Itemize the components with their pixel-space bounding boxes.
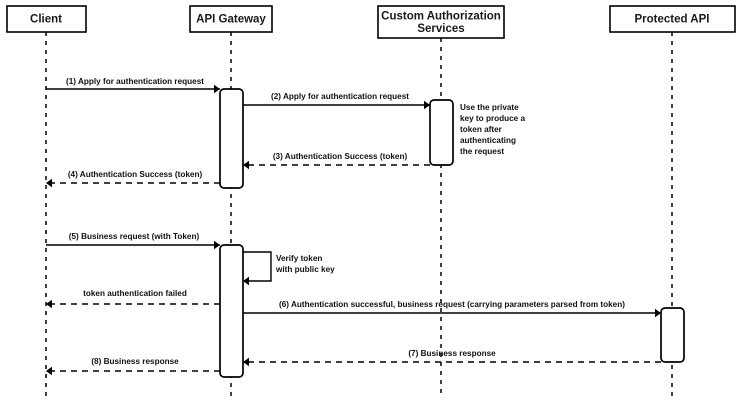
message-arrowhead-msg-4 [46, 178, 52, 188]
lifelines-group: Client API Gateway Custom AuthorizationSer… [6, 5, 736, 398]
message-label-msg-2: (2) Apply for authentication request [271, 92, 409, 101]
message-msg-2[interactable]: (2) Apply for authentication request [243, 92, 430, 110]
lifeline-label-client: Client [30, 14, 62, 26]
message-arrowhead-msg-1 [214, 84, 220, 94]
self-messages-group: Verify token with public key [243, 251, 335, 286]
message-label-msg-1: (1) Apply for authentication request [66, 77, 204, 86]
note-line-note-private-key-4: the request [460, 147, 504, 156]
activation-bar-api-gateway-activation-1[interactable] [219, 88, 244, 189]
lifeline-box-api-gateway[interactable] [189, 5, 273, 33]
note-line-note-private-key-0: Use the private [460, 103, 519, 112]
message-arrowhead-msg-token-auth-failed [46, 299, 52, 309]
self-message-arrowhead-self-msg-verify-token [243, 276, 249, 286]
message-msg-6[interactable]: (6) Authentication successful, business … [243, 300, 661, 318]
message-arrowhead-msg-2 [424, 100, 430, 110]
lifeline-api-gateway[interactable]: API Gateway [189, 5, 273, 398]
message-label-msg-4: (4) Authentication Success (token) [68, 170, 203, 179]
self-message-path-self-msg-verify-token [243, 251, 272, 282]
activation-bar-custom-auth-activation-1[interactable] [429, 99, 454, 166]
note-line-note-private-key-3: authenticating [460, 136, 516, 145]
message-msg-7[interactable]: (7) Business response [243, 349, 661, 367]
message-label-msg-token-auth-failed: token authentication failed [83, 289, 187, 298]
message-arrowhead-msg-6 [655, 308, 661, 318]
message-msg-token-auth-failed[interactable]: token authentication failed [46, 289, 220, 309]
lifeline-label-api-gateway: API Gateway [196, 14, 266, 26]
self-message-self-msg-verify-token[interactable]: Verify token with public key [243, 251, 335, 286]
lifeline-label-custom-authorization-services-line2: Services [417, 23, 464, 35]
message-msg-8[interactable]: (8) Business response [46, 357, 220, 376]
message-arrowhead-msg-3 [243, 160, 249, 170]
activation-bar-api-gateway-activation-2[interactable] [219, 244, 244, 378]
message-msg-4[interactable]: (4) Authentication Success (token) [46, 170, 220, 188]
message-label-msg-3: (3) Authentication Success (token) [273, 152, 408, 161]
self-message-label-self-msg-verify-token-line2: with public key [275, 265, 335, 274]
messages-group: (1) Apply for authentication request (2) … [46, 77, 661, 376]
message-label-msg-6: (6) Authentication successful, business … [279, 300, 625, 309]
activation-bar-protected-api-activation-1[interactable] [660, 307, 685, 363]
lifeline-box-custom-authorization-services[interactable] [377, 5, 505, 39]
message-msg-3[interactable]: (3) Authentication Success (token) [243, 152, 430, 170]
message-arrowhead-msg-8 [46, 366, 52, 376]
message-msg-5[interactable]: (5) Business request (with Token) [46, 232, 220, 250]
message-msg-1[interactable]: (1) Apply for authentication request [46, 77, 220, 94]
lifeline-label-protected-api: Protected API [635, 14, 710, 26]
note-note-private-key: Use the private key to produce a token aft… [460, 103, 526, 156]
lifeline-protected-api[interactable]: Protected API [609, 5, 736, 398]
lifeline-client[interactable]: Client [6, 5, 87, 398]
activation-bars-group [219, 88, 685, 378]
note-line-note-private-key-2: token after [460, 125, 503, 134]
message-arrowhead-msg-5 [214, 240, 220, 250]
notes-group: Use the private key to produce a token aft… [460, 103, 526, 156]
self-message-label-self-msg-verify-token: Verify token [276, 254, 322, 263]
message-arrowhead-msg-7 [243, 357, 249, 367]
message-label-msg-8: (8) Business response [91, 357, 179, 366]
lifeline-label-custom-authorization-services: Custom Authorization [381, 10, 501, 22]
message-label-msg-5: (5) Business request (with Token) [69, 232, 200, 241]
note-line-note-private-key-1: key to produce a [460, 114, 526, 123]
message-label-msg-7: (7) Business response [408, 349, 496, 358]
